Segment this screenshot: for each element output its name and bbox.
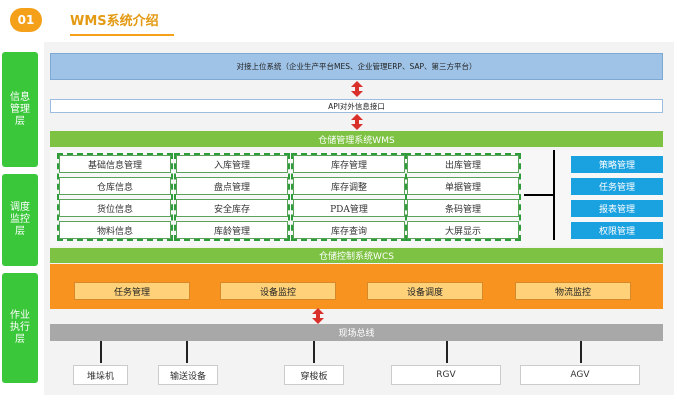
device-box: 穿梭板 bbox=[284, 365, 344, 385]
device-box: 输送设备 bbox=[158, 365, 218, 385]
connector-line bbox=[553, 150, 555, 240]
wms-module: 基础信息管理 bbox=[59, 155, 171, 173]
wms-module: 货位信息 bbox=[59, 199, 171, 217]
layer-label-text: 作业执行层 bbox=[10, 310, 30, 345]
wms-module: 出库管理 bbox=[407, 155, 519, 173]
connector-line bbox=[524, 194, 554, 196]
wms-module: 库存查询 bbox=[293, 221, 405, 239]
double-arrow-icon bbox=[350, 81, 364, 97]
layer-label-text: 调度监控层 bbox=[10, 202, 30, 237]
device-box: RGV bbox=[391, 365, 501, 385]
wms-module: 安全库存 bbox=[176, 199, 288, 217]
wcs-module: 任务管理 bbox=[74, 282, 190, 300]
wms-module: 物料信息 bbox=[59, 221, 171, 239]
wms-module-group bbox=[57, 153, 173, 241]
wcs-title-bar: 仓储控制系统WCS bbox=[50, 248, 663, 263]
device-connector bbox=[313, 341, 315, 363]
wms-module: 仓库信息 bbox=[59, 177, 171, 195]
wms-side-module: 报表管理 bbox=[571, 200, 663, 217]
wms-title-bar: 仓储管理系统WMS bbox=[50, 131, 663, 147]
wms-module-group bbox=[174, 153, 290, 241]
wms-module: 库龄管理 bbox=[176, 221, 288, 239]
fieldbus-bar: 现场总线 bbox=[50, 324, 663, 341]
layer-label-text: 信息管理层 bbox=[10, 91, 30, 127]
layer-label-info: 信息管理层 bbox=[2, 52, 38, 167]
title-underline bbox=[70, 34, 174, 36]
wcs-module: 物流监控 bbox=[515, 282, 631, 300]
layer-label-execution: 作业执行层 bbox=[2, 273, 38, 383]
wms-module: 入库管理 bbox=[176, 155, 288, 173]
wms-module: 盘点管理 bbox=[176, 177, 288, 195]
section-number-badge: 01 bbox=[10, 8, 42, 32]
double-arrow-icon bbox=[311, 308, 325, 324]
double-arrow-icon bbox=[350, 114, 364, 130]
device-connector bbox=[580, 341, 582, 363]
wms-module: 大屏显示 bbox=[407, 221, 519, 239]
device-box: 堆垛机 bbox=[73, 365, 128, 385]
wms-module: 条码管理 bbox=[407, 199, 519, 217]
wms-module: 单据管理 bbox=[407, 177, 519, 195]
wcs-module: 设备监控 bbox=[220, 282, 336, 300]
wms-module: PDA管理 bbox=[293, 199, 405, 217]
wms-side-module: 任务管理 bbox=[571, 178, 663, 195]
layer-label-dispatch: 调度监控层 bbox=[2, 174, 38, 266]
device-box: AGV bbox=[520, 365, 640, 385]
wms-side-module: 权限管理 bbox=[571, 222, 663, 239]
wms-module: 库存管理 bbox=[293, 155, 405, 173]
wcs-module: 设备调度 bbox=[367, 282, 483, 300]
device-connector bbox=[446, 341, 448, 363]
page-title: WMS系统介绍 bbox=[70, 14, 159, 29]
device-connector bbox=[186, 341, 188, 363]
upper-system-bar: 对接上位系统（企业生产平台MES、企业管理ERP、SAP、第三方平台） bbox=[50, 53, 663, 80]
device-connector bbox=[100, 341, 102, 363]
wms-module: 库存调整 bbox=[293, 177, 405, 195]
wms-module-group bbox=[405, 153, 521, 241]
api-interface-bar: API对外信息接口 bbox=[50, 99, 663, 113]
wms-side-module: 策略管理 bbox=[571, 156, 663, 173]
